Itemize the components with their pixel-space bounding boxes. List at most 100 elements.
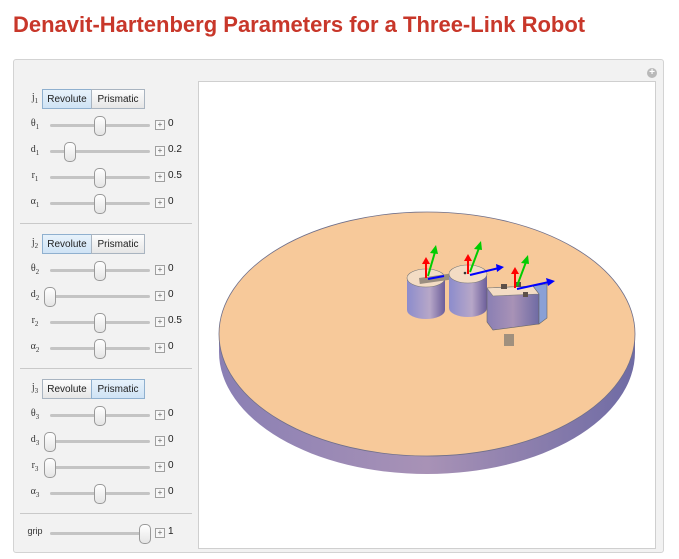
d-1-row: d1 + 0.2 [22,141,192,163]
theta-2-expand-icon[interactable]: + [155,265,165,275]
robot-scene[interactable] [199,82,655,548]
r-1-slider[interactable] [50,168,150,188]
theta-1-row: θ1 + 0 [22,115,192,137]
r-1-slider-thumb[interactable] [94,168,106,188]
frame-3-arrows [511,255,555,290]
d-3-value: 0 [168,434,174,445]
frame-2-arrows [464,241,504,276]
grip-row: grip + 1 [22,523,192,545]
theta-3-value: 0 [168,408,174,419]
theta-1-slider-thumb[interactable] [94,116,106,136]
d-3-slider-thumb[interactable] [44,432,56,452]
r-1-value: 0.5 [168,170,182,181]
d-3-label: d3 [30,434,40,447]
d-3-expand-icon[interactable]: + [155,436,165,446]
theta-2-value: 0 [168,263,174,274]
joint-3-prismatic-button[interactable]: Prismatic [91,379,145,399]
alpha-2-slider[interactable] [50,339,150,359]
r-2-slider-thumb[interactable] [94,313,106,333]
alpha-2-slider-thumb[interactable] [94,339,106,359]
grip-slider[interactable] [50,524,151,544]
alpha-2-value: 0 [168,341,174,352]
d-3-row: d3 + 0 [22,431,192,453]
theta-1-slider[interactable] [50,116,150,136]
theta-2-row: θ2 + 0 [22,260,192,282]
alpha-1-value: 0 [168,196,174,207]
alpha-2-row: α2 + 0 [22,338,192,360]
d-2-row: d2 + 0 [22,286,192,308]
alpha-1-slider-thumb[interactable] [94,194,106,214]
joint-1-prismatic-button[interactable]: Prismatic [91,89,145,109]
d-2-slider[interactable] [44,287,150,307]
frame-1-arrows [422,245,445,280]
r-1-expand-icon[interactable]: + [155,172,165,182]
theta-2-label: θ2 [30,263,40,276]
theta-2-slider-thumb[interactable] [94,261,106,281]
joint-2-label: j2 [31,237,39,250]
alpha-3-slider[interactable] [50,484,150,504]
theta-1-value: 0 [168,118,174,129]
r-2-label: r2 [31,315,39,328]
r-3-expand-icon[interactable]: + [155,462,165,472]
theta-2-slider[interactable] [50,261,150,281]
r-1-row: r1 + 0.5 [22,167,192,189]
divider [20,223,192,224]
alpha-3-row: α3 + 0 [22,483,192,505]
r-3-row: r3 + 0 [22,457,192,479]
grip-label: grip [27,526,43,536]
joint-3-revolute-button[interactable]: Revolute [42,379,92,399]
joint-1-revolute-button[interactable]: Revolute [42,89,92,109]
r-3-label: r3 [31,460,39,473]
controls-column: j1 Revolute Prismatic θ1 + 0 d1 + 0.2 r1… [14,60,194,552]
theta-1-expand-icon[interactable]: + [155,120,165,130]
d-1-expand-icon[interactable]: + [155,146,165,156]
alpha-1-row: α1 + 0 [22,193,192,215]
theta-3-slider-thumb[interactable] [94,406,106,426]
theta-1-label: θ1 [30,118,40,131]
r-2-slider[interactable] [50,313,150,333]
alpha-1-label: α1 [30,196,40,209]
base-disc [218,211,636,474]
d-2-slider-thumb[interactable] [44,287,56,307]
r-2-value: 0.5 [168,315,182,326]
d-1-slider[interactable] [50,142,150,162]
joint-2-prismatic-button[interactable]: Prismatic [91,234,145,254]
alpha-3-expand-icon[interactable]: + [155,488,165,498]
alpha-2-expand-icon[interactable]: + [155,343,165,353]
divider [20,368,192,369]
joint-1-label: j1 [31,92,39,105]
alpha-1-slider[interactable] [50,194,150,214]
panel-options-icon[interactable]: + [647,68,657,78]
d-3-slider[interactable] [44,432,150,452]
r-2-expand-icon[interactable]: + [155,317,165,327]
alpha-1-expand-icon[interactable]: + [155,198,165,208]
alpha-3-value: 0 [168,486,174,497]
3d-viewport[interactable] [198,81,656,549]
r-3-slider-thumb[interactable] [44,458,56,478]
r-3-value: 0 [168,460,174,471]
d-2-value: 0 [168,289,174,300]
r-3-slider[interactable] [44,458,150,478]
joint-3-label: j3 [31,382,39,395]
grip-slider-thumb[interactable] [139,524,151,544]
d-1-label: d1 [30,144,40,157]
d-1-slider-thumb[interactable] [64,142,76,162]
page-title: Denavit-Hartenberg Parameters for a Thre… [13,12,586,37]
d-2-label: d2 [30,289,40,302]
divider [20,513,192,514]
grip-expand-icon[interactable]: + [155,528,165,538]
link-3-box [486,282,548,346]
joint-1-type-row: j1 Revolute Prismatic [22,89,192,111]
joint-3-type-row: j3 Revolute Prismatic [22,379,192,401]
theta-3-slider[interactable] [50,406,150,426]
grip-value: 1 [168,526,174,537]
joint-2-revolute-button[interactable]: Revolute [42,234,92,254]
d-1-value: 0.2 [168,144,182,155]
r-2-row: r2 + 0.5 [22,312,192,334]
r-1-label: r1 [31,170,39,183]
d-2-expand-icon[interactable]: + [155,291,165,301]
theta-3-expand-icon[interactable]: + [155,410,165,420]
theta-3-label: θ3 [30,408,40,421]
manipulate-panel: + j1 Revolute Prismatic θ1 + 0 d1 + 0.2 [13,59,664,553]
alpha-3-slider-thumb[interactable] [94,484,106,504]
